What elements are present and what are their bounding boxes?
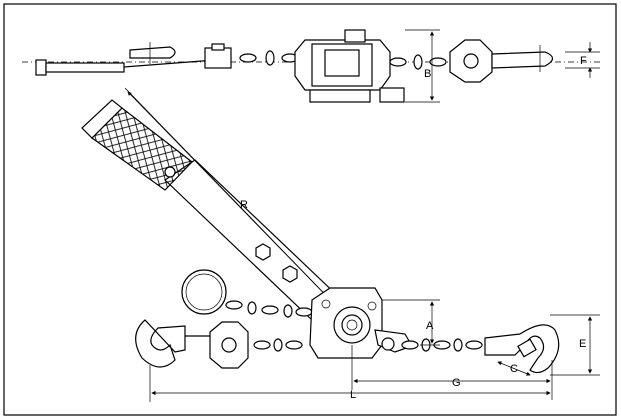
dim-label-e: E xyxy=(579,338,586,350)
dim-label-g: G xyxy=(452,377,461,389)
dim-label-r: R xyxy=(240,199,248,211)
front-view xyxy=(81,87,600,402)
dim-label-b: B xyxy=(424,68,431,80)
frame-border xyxy=(3,3,617,416)
dim-label-c: C xyxy=(510,363,518,375)
dim-label-a: A xyxy=(426,320,434,332)
top-view xyxy=(22,29,600,103)
dim-label-f: F xyxy=(580,55,587,67)
dim-label-l: L xyxy=(350,389,356,401)
